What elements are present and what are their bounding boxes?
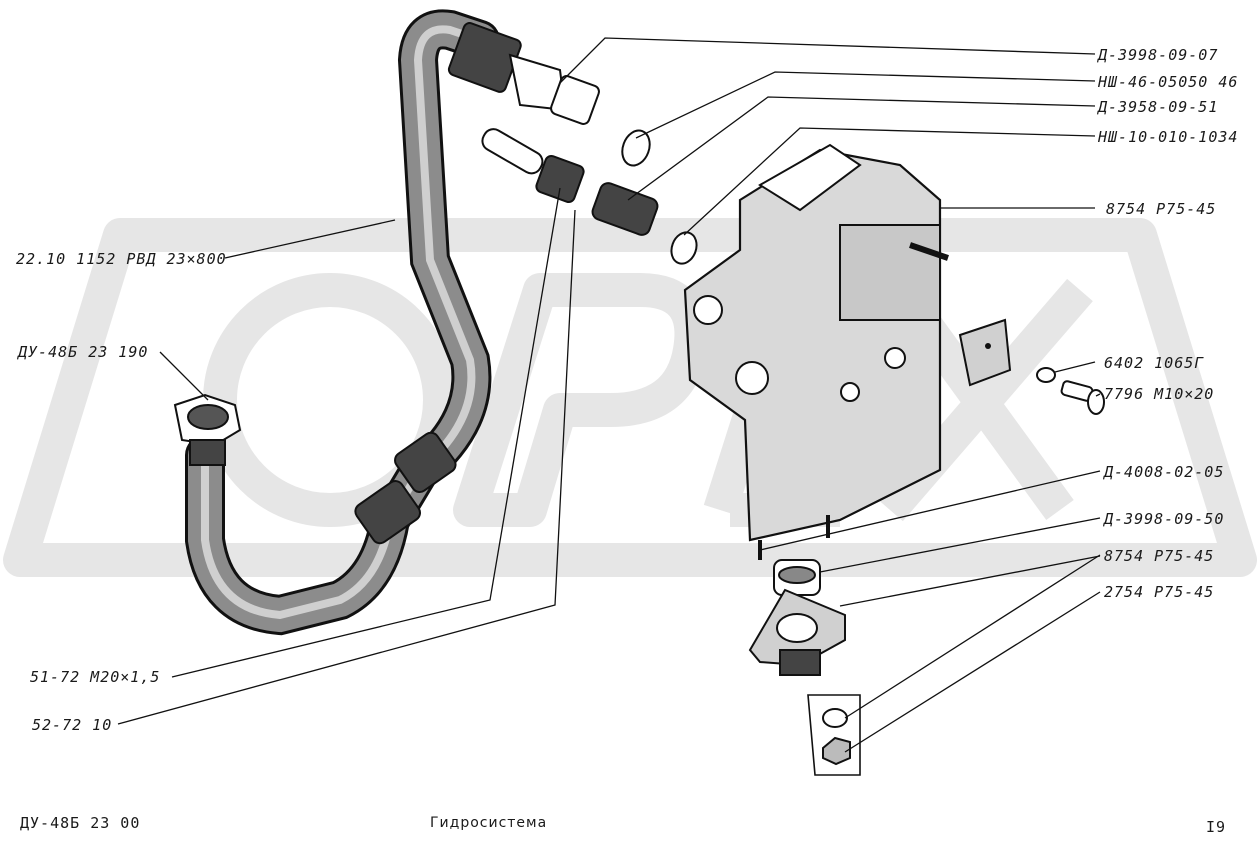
page-number: I9 [1206, 818, 1227, 836]
label-8754-r75-45-top: 8754 Р75-45 [1106, 200, 1217, 218]
small-fittings [481, 128, 698, 265]
label-7796-m10x20: 7796 М10×20 [1104, 385, 1215, 403]
label-8754-r75-45-bottom: 8754 Р75-45 [1104, 547, 1215, 565]
label-2754-r75-45: 2754 Р75-45 [1104, 583, 1215, 601]
label-d3958-09-51: Д-3958-09-51 [1098, 98, 1219, 116]
distributor-block [683, 143, 949, 560]
bottom-flange [748, 559, 861, 776]
label-d3998-09-50: Д-3998-09-50 [1104, 510, 1225, 528]
hex-nut-fitting [173, 393, 242, 466]
label-d4008-02-05: Д-4008-02-05 [1104, 463, 1225, 481]
leader-lines [117, 37, 1101, 753]
top-connector [447, 22, 600, 125]
label-51-72: 51-72 М20×1,5 [30, 668, 161, 686]
label-hose-rvd: 22.10 1152 РВД 23×800 [16, 250, 227, 268]
label-nsh10: НШ-10-010-1034 [1098, 128, 1239, 146]
label-du48b-23-190: ДУ-48Б 23 190 [18, 343, 149, 361]
label-6402-1065g: 6402 1065Г [1104, 354, 1205, 372]
label-d3998-09-07: Д-3998-09-07 [1098, 46, 1219, 64]
label-nsh46: НШ-46-05050 46 [1098, 73, 1239, 91]
hose-couplings [354, 431, 457, 545]
footer-title: Гидросистема [430, 815, 548, 831]
plate-bolt-parts [958, 318, 1105, 415]
footer-code: ДУ-48Б 23 00 [20, 814, 141, 832]
label-52-72: 52-72 10 [32, 716, 113, 734]
